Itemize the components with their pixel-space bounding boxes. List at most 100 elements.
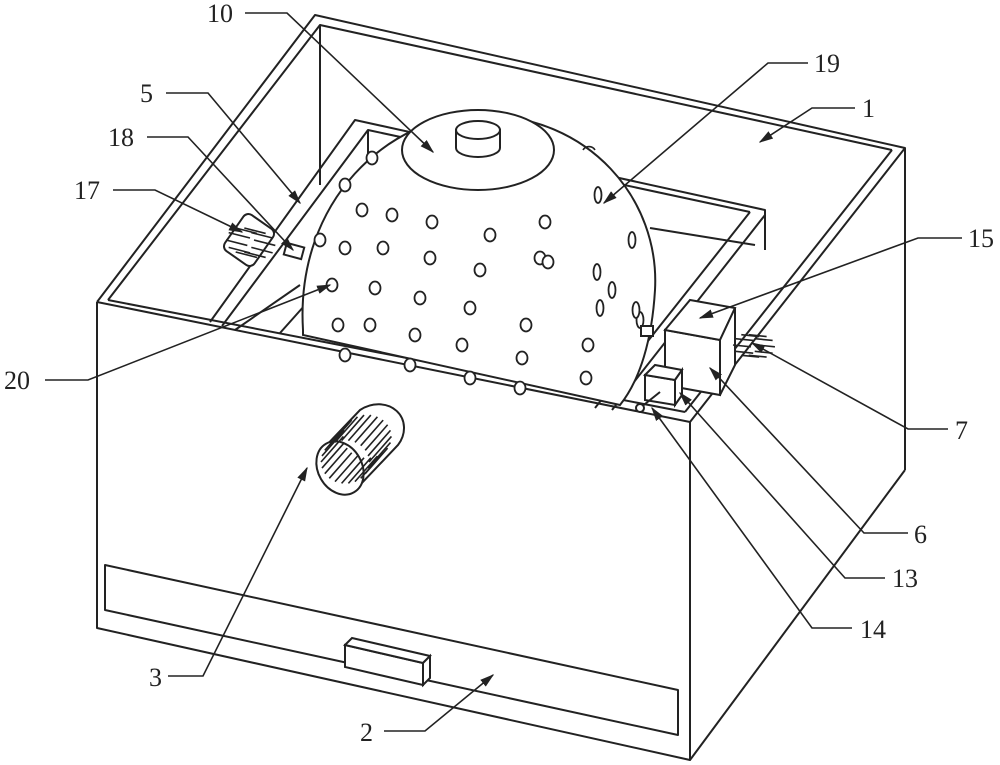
gear-tooth <box>328 452 353 479</box>
gear-tooth <box>225 239 248 247</box>
gear-tooth <box>748 333 767 338</box>
callout-label: 10 <box>207 0 233 28</box>
sphere-hole <box>423 250 437 266</box>
sphere-hole <box>455 337 469 353</box>
gear-tooth <box>741 354 760 358</box>
callout-5: 5 <box>140 79 301 205</box>
gear-tooth <box>732 344 751 348</box>
callout-19: 19 <box>602 49 840 204</box>
sphere-hole <box>331 317 345 333</box>
gear-tooth <box>354 455 379 483</box>
perforated-sphere <box>301 113 657 407</box>
callout-10: 10 <box>207 0 435 153</box>
gear-tooth <box>367 442 392 469</box>
sphere-hole <box>338 240 352 256</box>
sphere-hole <box>483 227 497 243</box>
sphere-hole <box>313 232 327 248</box>
callout-14: 14 <box>651 406 886 644</box>
sphere-hole <box>413 290 427 306</box>
sphere-hole <box>403 357 417 373</box>
gear-tooth <box>340 414 365 442</box>
gear-tooth <box>347 414 372 442</box>
gear-tooth <box>235 251 258 259</box>
callout-20: 20 <box>4 284 332 395</box>
left-gear <box>222 213 276 267</box>
right-gear <box>732 333 775 358</box>
front-knob <box>315 403 405 496</box>
drawer <box>104 564 679 736</box>
gear-tooth <box>360 419 384 447</box>
gear-tooth <box>334 416 359 443</box>
sphere-hole <box>338 347 352 363</box>
sphere-hole <box>538 214 552 230</box>
gear-tooth <box>228 231 251 239</box>
gear-tooth <box>321 429 346 457</box>
callout-15: 15 <box>698 224 994 319</box>
gear-tooth <box>354 416 379 443</box>
callout-label: 7 <box>955 416 968 445</box>
sphere-hole <box>365 150 379 166</box>
sphere-hole <box>581 337 595 353</box>
callout-1: 1 <box>758 94 875 143</box>
sphere-hole <box>513 380 527 396</box>
callout-label: 18 <box>108 123 134 152</box>
gear-tooth <box>340 457 365 484</box>
callout-2: 2 <box>360 674 495 747</box>
sphere-hole <box>579 370 593 386</box>
sphere-hole <box>385 207 399 223</box>
gear-tooth <box>324 447 348 475</box>
gear-tooth <box>360 452 384 479</box>
callout-18: 18 <box>108 123 294 252</box>
gear-tooth <box>253 239 276 247</box>
sphere-hole <box>592 263 602 281</box>
gear-tooth <box>754 337 773 342</box>
callout-label: 1 <box>862 94 875 123</box>
sphere-hole <box>425 214 439 230</box>
sphere-hole <box>515 350 529 366</box>
callout-label: 3 <box>149 663 162 692</box>
callout-17: 17 <box>74 176 244 233</box>
gear-tooth <box>328 419 353 447</box>
callout-label: 2 <box>360 718 373 747</box>
sphere-hole <box>463 370 477 386</box>
gear-tooth <box>228 246 251 254</box>
sphere-hole <box>363 317 377 333</box>
callout-label: 19 <box>814 49 840 78</box>
callout-label: 17 <box>74 176 100 205</box>
shaft-pin <box>635 391 661 413</box>
gear-tooth <box>735 337 754 342</box>
callout-label: 13 <box>892 564 918 593</box>
gear-tooth <box>251 246 273 254</box>
gear-tooth <box>735 350 754 354</box>
callout-7: 7 <box>750 342 968 445</box>
callout-label: 6 <box>914 520 927 549</box>
gear-tooth <box>320 435 345 463</box>
gear-tooth <box>321 442 346 469</box>
sphere-hole <box>541 254 555 270</box>
sphere-hole <box>473 262 487 278</box>
sphere-hole <box>627 231 637 249</box>
callout-label: 15 <box>968 224 994 253</box>
gear-tooth <box>251 231 273 239</box>
callout-label: 5 <box>140 79 153 108</box>
gear-tooth <box>244 227 266 235</box>
callout-label: 20 <box>4 366 30 395</box>
sphere-lid <box>401 109 596 191</box>
gear-tooth <box>334 455 359 483</box>
sphere-hole <box>408 327 422 343</box>
sphere-hole <box>607 281 617 299</box>
callout-3: 3 <box>149 466 308 692</box>
gear-tooth <box>368 435 393 463</box>
callout-13: 13 <box>679 391 918 593</box>
sphere-hole <box>355 202 369 218</box>
sphere-hole <box>376 240 390 256</box>
sphere-hole <box>368 280 382 296</box>
sphere-hole <box>595 299 605 317</box>
callout-label: 14 <box>860 615 886 644</box>
callout-6: 6 <box>709 366 927 549</box>
gear-tooth <box>364 424 389 451</box>
gear-tooth <box>347 457 372 484</box>
sphere-hole <box>631 301 641 319</box>
sphere-hole <box>519 317 533 333</box>
